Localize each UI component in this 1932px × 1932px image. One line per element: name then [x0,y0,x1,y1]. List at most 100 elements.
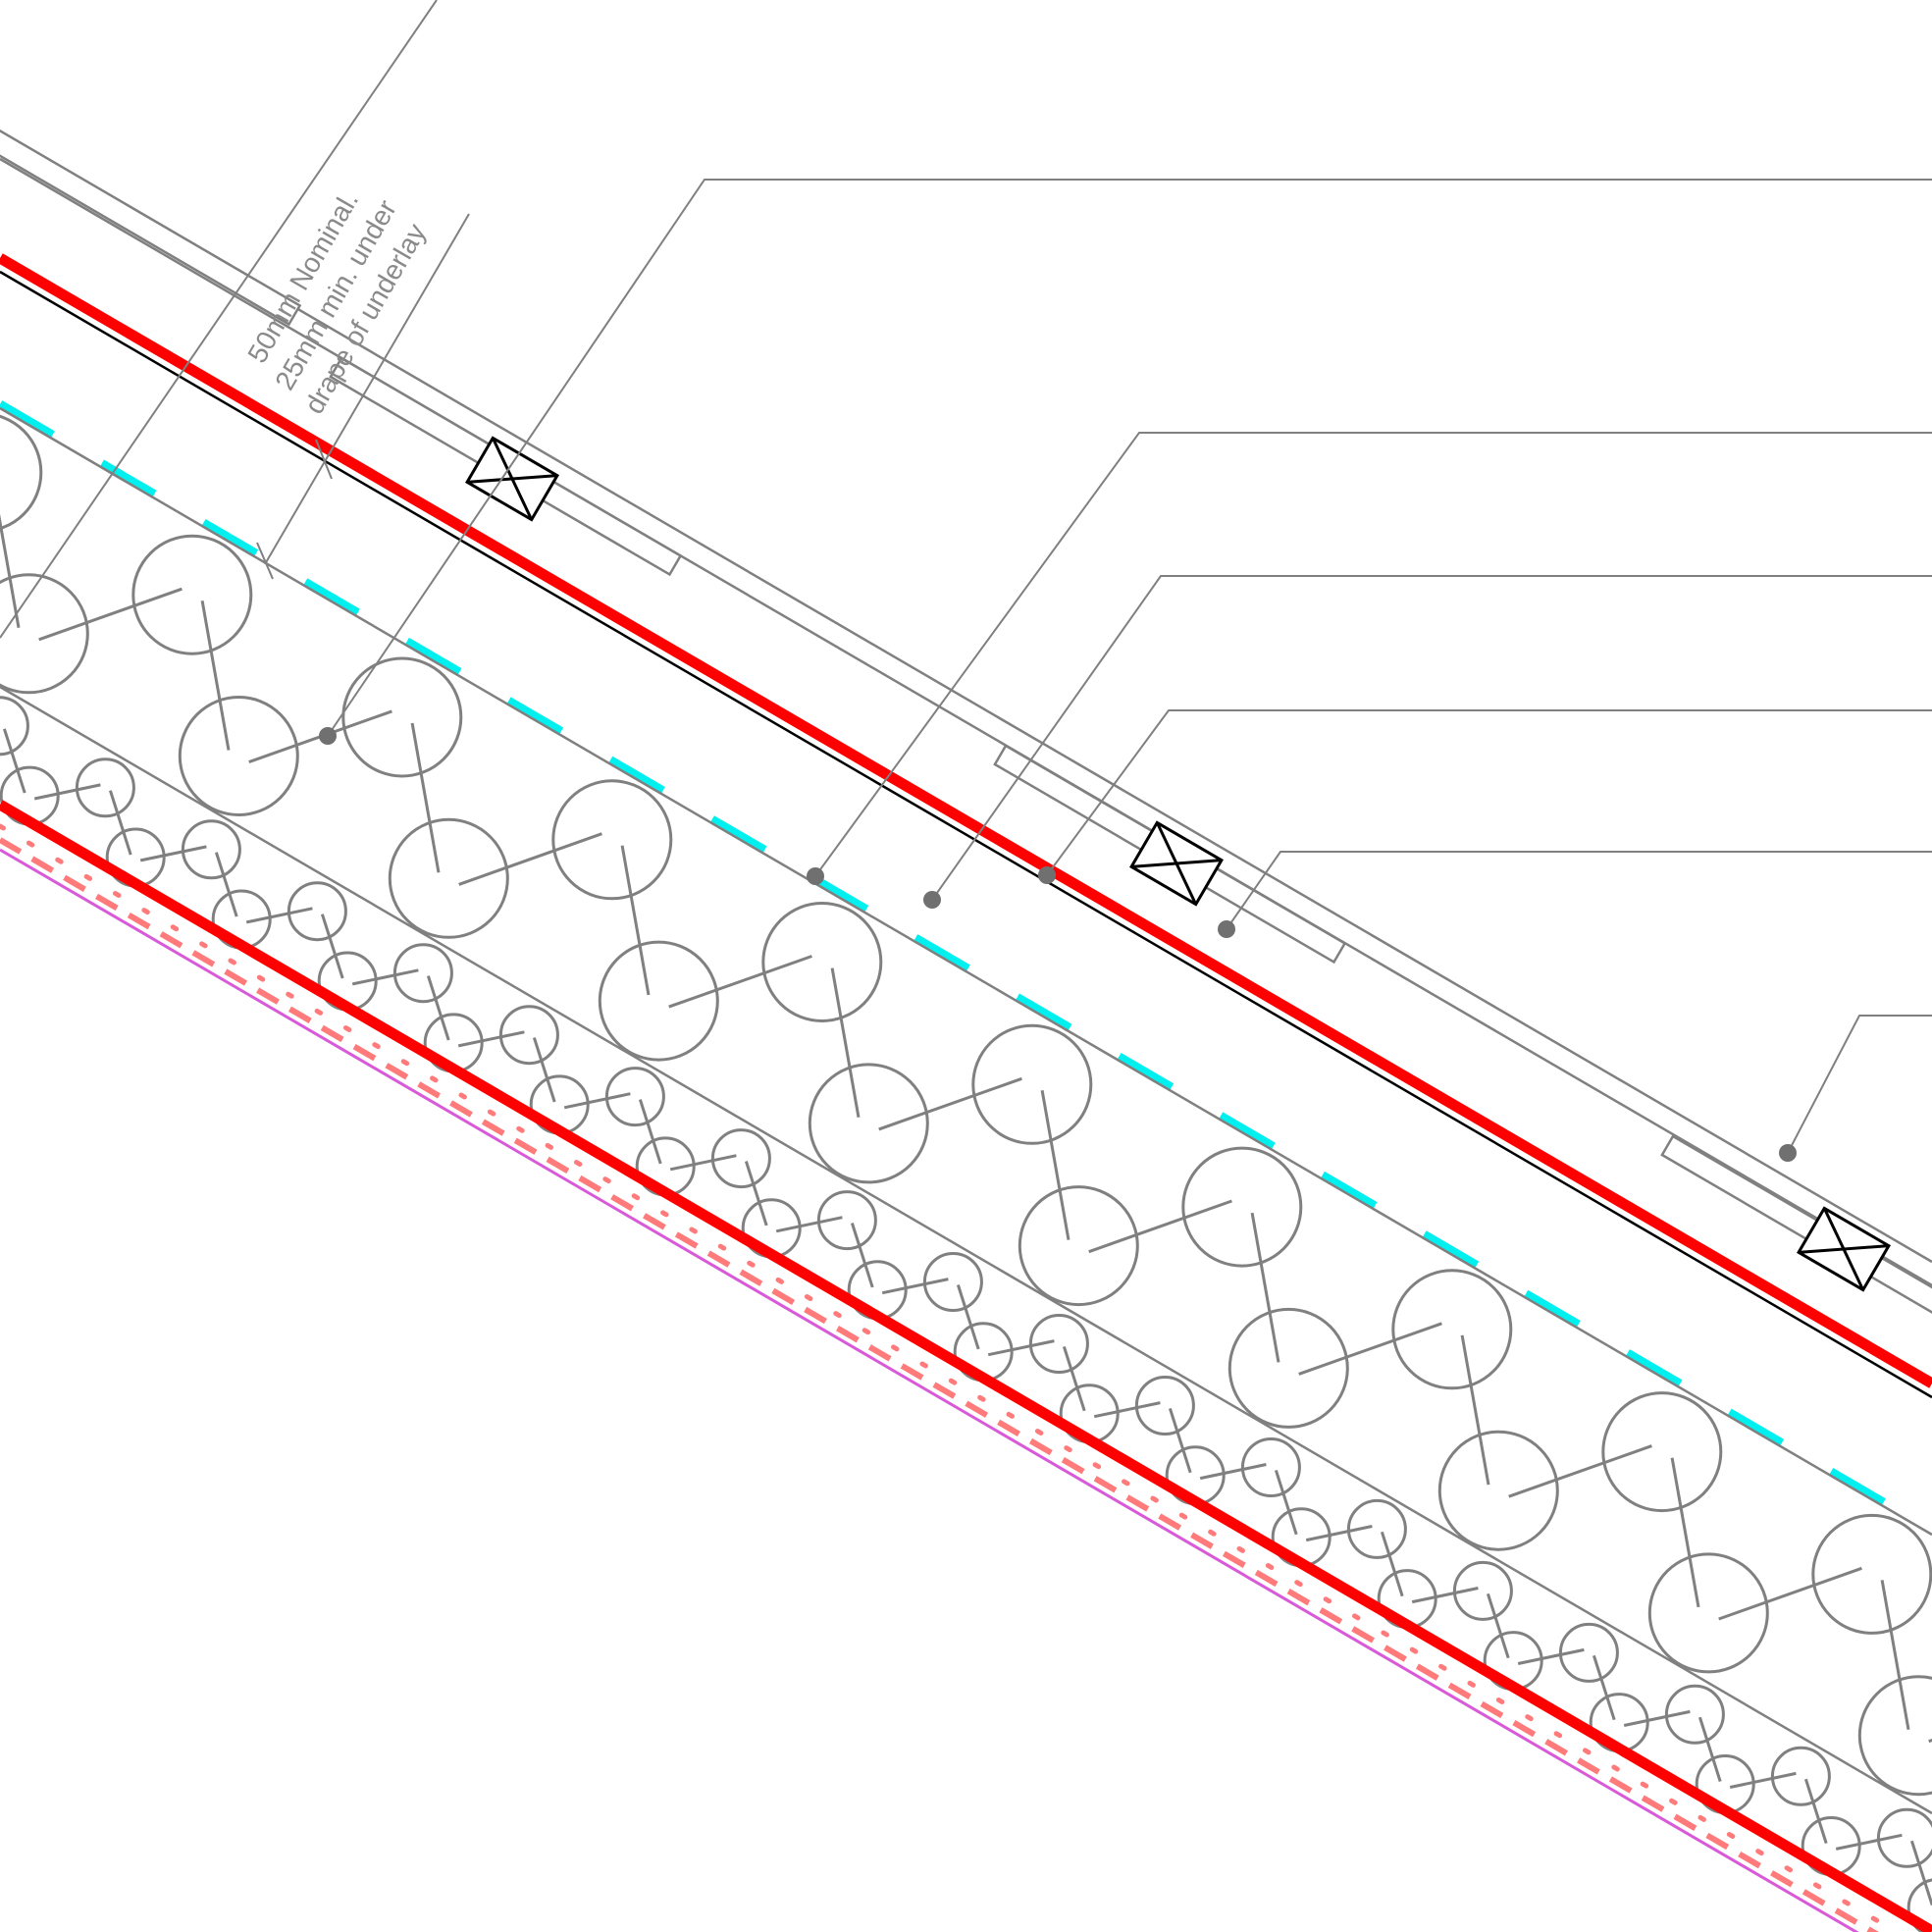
insulation-lower-strand [1517,1647,1585,1665]
insulation-lower-layer [0,696,1932,1932]
insulation-lower-strand [744,1161,768,1227]
insulation-lower-strand [775,1216,843,1233]
insulation-upper-loop [761,902,883,1022]
dimension-line [264,213,470,565]
callout-dot-1 [319,727,337,745]
tile-1 [0,129,302,327]
insulation-lower-loop [1134,1376,1195,1436]
insulation-lower-strand [1729,1771,1797,1789]
insulation-lower-loop [922,1252,983,1312]
callout-leader-1 [327,179,1932,737]
insulation-upper-strand [620,845,651,996]
insulation-upper-loop [0,414,43,531]
insulation-lower-strand [351,968,419,986]
insulation-upper-strand [878,1076,1022,1131]
insulation-upper-loop [1857,1675,1932,1797]
batten-3 [1797,1206,1891,1292]
insulation-lower-strand [563,1092,631,1110]
insulation-upper-loop [341,656,463,778]
insulation-lower-strand [850,1223,874,1288]
tile-underside-line [0,133,1932,1264]
callout-leader-2 [814,432,1932,877]
insulation-lower-strand [1062,1345,1086,1412]
dimension-tick-upper [315,439,333,480]
insulation-upper-loop [551,779,673,901]
insulation-lower-strand [457,1030,525,1048]
insulation-upper-loop [1018,1185,1139,1307]
callout-dot-3 [923,891,941,909]
insulation-top-line [0,406,1932,1537]
tile-layer [0,133,1932,1287]
insulation-upper-strand [1880,1580,1910,1730]
insulation-lower-strand [1486,1593,1510,1659]
insulation-upper-strand [668,955,812,1009]
insulation-upper-loop [388,817,509,939]
insulation-lower-loop [710,1128,771,1189]
insulation-lower-strand [320,914,344,979]
insulation-lower-strand [669,1154,737,1172]
lining-edge-line [0,848,1859,1932]
insulation-lower-strand [1305,1525,1373,1542]
insulation-lower-strand [881,1278,949,1295]
insulation-upper-strand [38,587,183,642]
insulation-lower-loop [1452,1560,1513,1621]
callout-leader-6 [1787,1015,1932,1154]
insulation-lower-loop [181,819,241,880]
insulation-lower-strand [214,852,238,917]
insulation-lower-strand [1199,1463,1267,1481]
dimension-leader-top [0,0,438,639]
insulation-upper-loop [971,1023,1093,1145]
insulation-upper-loop [1391,1269,1513,1390]
insulation-lower-loop [1028,1314,1089,1374]
insulation-lower-loop [1664,1684,1725,1745]
insulation-upper-loop [178,696,299,816]
insulation-upper-loop [1647,1552,1769,1674]
insulation-lower-loop [1770,1746,1831,1806]
insulation-lower-strand [245,907,313,924]
insulation-upper-loop [131,534,253,655]
insulation-upper-loop [1437,1430,1559,1551]
insulation-lower-loop [1876,1807,1932,1868]
batten-cross-b [1130,859,1223,868]
insulation-lower-strand [987,1339,1055,1357]
battens-group [465,436,1891,1292]
underlay-membrane [0,253,1932,1399]
vapour-control-red-line [0,800,1932,1932]
membrane-red-line [0,253,1932,1388]
tile-top-line [0,157,1932,1287]
callout-dot-5 [1218,920,1235,938]
dimension-tick-lower [256,542,274,580]
insulation-lower-strand [1803,1778,1828,1845]
insulation-upper-strand [830,967,861,1119]
insulation-upper-loop [0,573,89,695]
callout-leaders [327,179,1932,1154]
insulation-lower-loop [1906,1878,1932,1932]
insulation-lower-strand [426,975,450,1041]
insulation-lower-strand [532,1037,556,1103]
batten-cross-b [466,474,558,484]
dimension-group [0,0,470,639]
insulation-upper-strand [1040,1090,1070,1240]
insulation-upper-strand [0,513,21,628]
insulation-lower-strand [108,790,132,856]
insulation-upper-loop [1181,1146,1303,1268]
insulation-upper-strand [1088,1199,1232,1254]
insulation-lower-strand [1835,1833,1903,1851]
insulation-upper-strand [1460,1334,1490,1486]
insulation-lower-loop [1346,1498,1407,1559]
insulation-lower-loop [816,1190,877,1251]
insulation-lower-strand [1909,1840,1932,1906]
insulation-upper-strand [200,600,231,751]
batten-cross-b [1798,1244,1890,1254]
insulation-upper-strand [1670,1457,1700,1608]
insulation-lower-strand [1623,1709,1691,1727]
insulation-upper-layer [0,414,1932,1797]
batten-1 [465,436,559,522]
insulation-lower-loop [604,1067,665,1127]
insulation-upper-loop [808,1063,929,1184]
insulation-lower-strand [1168,1407,1192,1474]
insulation-upper-strand [1250,1212,1280,1363]
callout-leader-5 [1226,851,1932,930]
insulation-divider-line [0,685,1932,1815]
